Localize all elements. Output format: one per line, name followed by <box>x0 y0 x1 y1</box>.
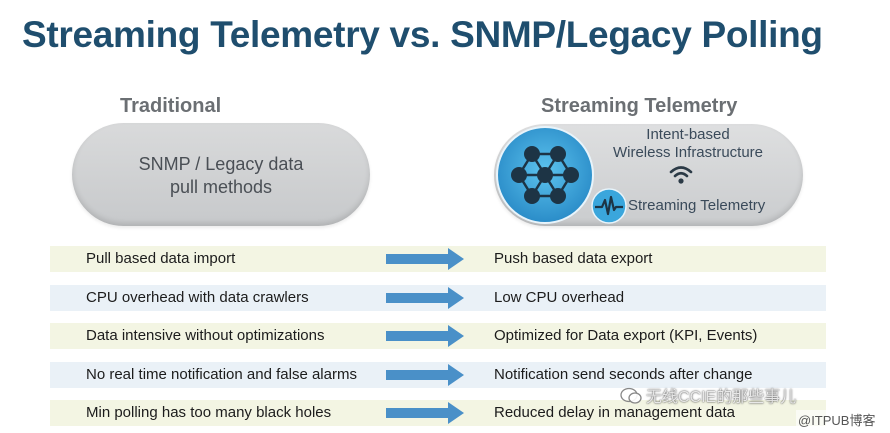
row-right: Optimized for Data export (KPI, Events) <box>494 327 758 344</box>
row-right: Low CPU overhead <box>494 289 625 306</box>
pulse-icon <box>591 188 627 224</box>
intent-line-1: Intent-based <box>646 126 730 143</box>
pill-line-1: SNMP / Legacy data <box>138 154 304 174</box>
row-left: Data intensive without optimizations <box>86 327 325 344</box>
row-right: Reduced delay in management data <box>494 404 735 421</box>
row-left: No real time notification and false alar… <box>86 366 357 383</box>
intent-text: Intent-based Wireless Infrastructure <box>598 126 778 162</box>
traditional-pill: SNMP / Legacy data pull methods <box>72 123 370 226</box>
comparison-row: Data intensive without optimizations Opt… <box>50 323 826 349</box>
arrow-right-icon <box>386 248 464 270</box>
slide-title: Streaming Telemetry vs. SNMP/Legacy Poll… <box>22 14 823 55</box>
streaming-heading: Streaming Telemetry <box>541 95 738 117</box>
comparison-row: No real time notification and false alar… <box>50 362 826 388</box>
arrow-right-icon <box>386 287 464 309</box>
comparison-row: Min polling has too many black holes Red… <box>50 400 826 426</box>
arrow-right-icon <box>386 364 464 386</box>
comparison-row: CPU overhead with data crawlers Low CPU … <box>50 285 826 311</box>
comparison-row: Pull based data import Push based data e… <box>50 246 826 272</box>
arrow-right-icon <box>386 325 464 347</box>
row-right: Push based data export <box>494 250 653 267</box>
watermark-source: @ITPUB博客 <box>796 410 878 429</box>
network-mesh-icon <box>496 126 594 224</box>
row-right: Notification send seconds after change <box>494 366 753 383</box>
pill-line-2: pull methods <box>169 177 273 197</box>
traditional-heading: Traditional <box>120 95 222 117</box>
intent-line-2: Wireless Infrastructure <box>612 144 764 161</box>
row-left: Pull based data import <box>86 250 236 267</box>
wechat-icon <box>620 387 642 404</box>
traditional-pill-text: SNMP / Legacy data pull methods <box>72 153 370 199</box>
streaming-telemetry-label: Streaming Telemetry <box>628 197 766 214</box>
wifi-icon <box>669 166 693 184</box>
row-left: CPU overhead with data crawlers <box>86 289 309 306</box>
arrow-right-icon <box>386 402 464 424</box>
row-left: Min polling has too many black holes <box>86 404 332 421</box>
watermark: 无线CCIE的那些事儿 <box>620 383 796 407</box>
watermark-text: 无线CCIE的那些事儿 <box>646 389 797 406</box>
